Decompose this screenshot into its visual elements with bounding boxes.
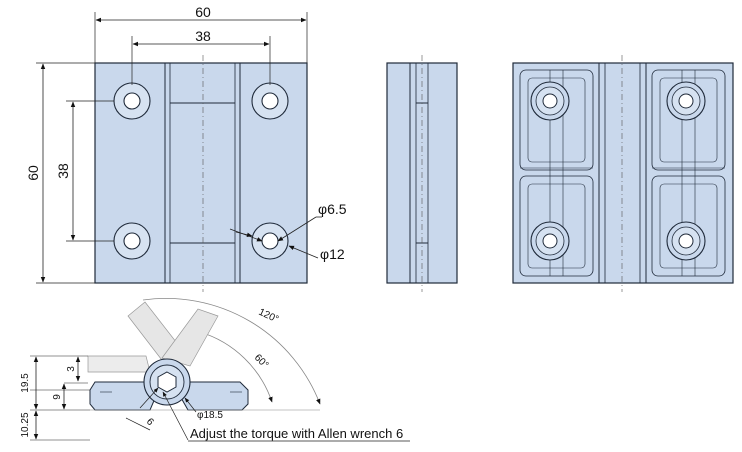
dim-front-hole-spacing-v: 38 [55, 163, 71, 179]
leaf-right [179, 381, 249, 411]
arc-60 [199, 331, 273, 403]
dim-side-step: 3 [66, 366, 77, 372]
dim-front-width: 60 [195, 4, 211, 20]
rear-boss-bottom-left [530, 221, 570, 261]
side-view [386, 55, 458, 292]
front-view: 60 38 60 38 φ6.5 φ12 [25, 4, 347, 292]
rear-boss-bottom-right [666, 221, 706, 261]
note-allen-wrench: Adjust the torque with Allen wrench 6 [190, 426, 403, 441]
dim-side-thickness: 10.25 [20, 412, 31, 437]
dim-head-diameter: φ18.5 [197, 410, 223, 421]
dim-hex-size: 6 [144, 416, 156, 428]
arc-120 [142, 297, 321, 405]
hex-socket [157, 371, 177, 393]
dim-small-hole: φ6.5 [318, 201, 347, 217]
dim-rotation-60: 60° [252, 352, 270, 370]
dim-counterbore: φ12 [320, 246, 345, 262]
leaf-left [89, 381, 157, 411]
rear-boss-top-right [666, 81, 706, 121]
dim-front-height: 60 [25, 165, 41, 181]
front-hole-bottom-right [251, 222, 289, 260]
rotation-view: 120° 60° 19.5 10.25 3 9 6 [20, 297, 410, 442]
dim-side-inner: 9 [52, 394, 63, 400]
front-hole-bottom-left [113, 222, 151, 260]
front-hole-top-left [113, 82, 151, 120]
rear-boss-top-left [530, 81, 570, 121]
rear-view [512, 55, 734, 292]
dim-rotation-120: 120° [257, 307, 280, 326]
dim-side-height: 19.5 [20, 373, 31, 393]
front-hole-top-right [251, 82, 289, 120]
dim-front-hole-spacing-h: 38 [195, 28, 211, 44]
